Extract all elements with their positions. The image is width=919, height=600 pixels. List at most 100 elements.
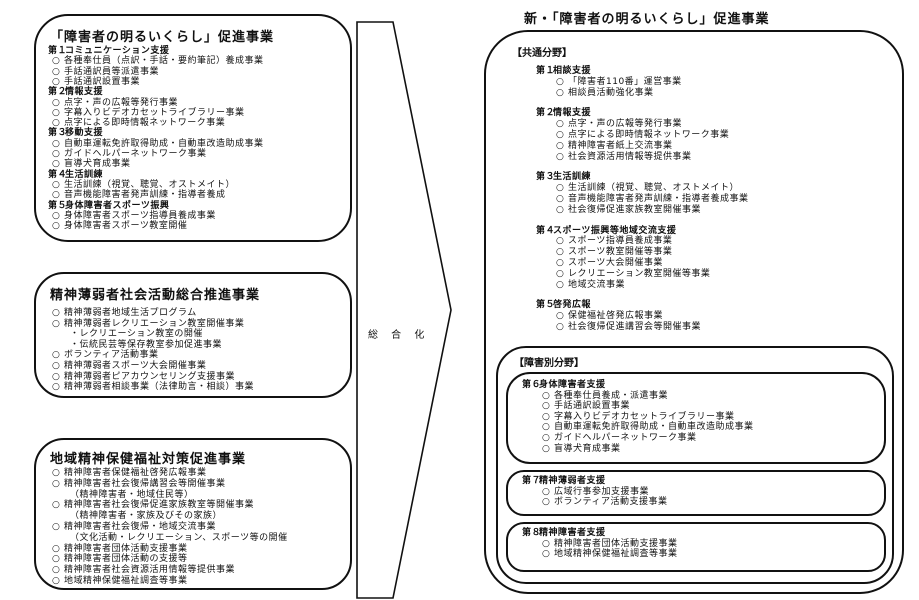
line-text: 広域行事参加支援事業 xyxy=(554,486,650,497)
bullet-circle-icon: ○ xyxy=(52,468,61,478)
line-text: 音声機能障害者発声訓練・指導者養成事業 xyxy=(568,194,749,204)
list-item: ○精神障害者社会復帰・地域交流事業 xyxy=(52,522,216,533)
line-text: 身体障害者スポーツ振興 xyxy=(65,200,170,211)
section-heading: 第５身体障害者スポーツ振興 xyxy=(48,201,169,212)
line-text: （精神障害者・地域住民等） xyxy=(70,489,194,500)
bullet-circle-icon: ○ xyxy=(52,554,61,565)
line-text: 保健福祉啓発広報事業 xyxy=(568,311,664,322)
line-text: スポーツ教室開催等事業 xyxy=(568,247,673,258)
line-text: 相談支援 xyxy=(553,66,592,76)
bullet-circle-icon: ○ xyxy=(542,538,551,549)
specific-field-box: 【障害別分野】 第６身体障害者支援○各種奉仕員養成・派遣事業○手話通訳設置事業○… xyxy=(496,346,894,584)
line-text: 身体障害者支援 xyxy=(539,380,606,390)
list-item: ○音声機能障害者発声訓練・指導者養成事業 xyxy=(556,194,749,205)
bullet-circle-icon: ○ xyxy=(52,210,61,221)
line-text: 身体障害者スポーツ教室開催 xyxy=(64,221,188,232)
bullet-circle-icon: ○ xyxy=(52,565,61,576)
list-item: ○ガイドヘルパーネットワーク事業 xyxy=(542,433,697,444)
bullet-circle-icon: ○ xyxy=(52,159,61,170)
bullet-circle-icon: ○ xyxy=(556,119,565,130)
bullet-circle-icon: ○ xyxy=(52,76,61,87)
bullet-circle-icon: ○ xyxy=(556,236,565,247)
list-item: ○地域精神保健福祉調査等事業 xyxy=(52,576,188,587)
section-number: 第６ xyxy=(522,380,542,390)
bullet-circle-icon: ○ xyxy=(52,361,61,371)
section-number: 第１ xyxy=(536,66,556,76)
line-text: （文化活動・レクリエーション、スポーツ等の開催 xyxy=(70,532,288,543)
section-heading: 第４スポーツ振興等地域交流支援 xyxy=(536,226,676,237)
line-text: 「障害者110番」運営事業 xyxy=(568,76,682,87)
bullet-circle-icon: ○ xyxy=(52,190,61,201)
line-text: 生活訓練（視覚、聴覚、オストメイト） xyxy=(64,179,236,190)
section-number: 第４ xyxy=(48,169,68,180)
bullet-circle-icon: ○ xyxy=(52,221,61,232)
bullet-circle-icon: ○ xyxy=(556,247,565,258)
line-text: ボランティア活動事業 xyxy=(64,350,159,361)
bullet-circle-icon: ○ xyxy=(542,433,551,443)
section-heading: 第３移動支援 xyxy=(48,128,103,139)
bullet-circle-icon: ○ xyxy=(556,140,565,151)
integration-arrow xyxy=(356,21,452,599)
bullet-circle-icon: ○ xyxy=(542,549,551,560)
list-item: ○精神障害者社会復帰促進家族教室等開催事業 xyxy=(52,500,254,511)
list-item: ○生活訓練（視覚、聴覚、オストメイト） xyxy=(556,183,739,194)
list-item: ○スポーツ指導員養成事業 xyxy=(556,236,672,247)
list-item: ○ボランティア活動事業 xyxy=(52,350,158,361)
bullet-circle-icon: ○ xyxy=(52,179,61,190)
line-text: 生活訓練（視覚、聴覚、オストメイト） xyxy=(568,183,740,194)
line-text: 地域交流事業 xyxy=(568,279,626,290)
line-text: 精神障害者保健福祉啓発広報事業 xyxy=(64,468,207,478)
bullet-circle-icon: ○ xyxy=(556,151,565,162)
list-item: ○精神薄弱者地域生活プログラム xyxy=(52,308,197,319)
bullet-circle-icon: ○ xyxy=(556,87,565,98)
common-field-tag: 【共通分野】 xyxy=(512,48,572,59)
line-text: （精神障害者・家族及びその家族） xyxy=(70,511,223,522)
line-text: 相談員活動強化事業 xyxy=(568,87,654,98)
list-item: ○社会資源活用情報等提供事業 xyxy=(556,152,692,163)
line-text: 手話通訳設置事業 xyxy=(64,76,141,87)
line-text: 手話通訳設置事業 xyxy=(554,401,631,412)
section-number: 第５ xyxy=(536,300,556,311)
bullet-circle-icon: ○ xyxy=(52,576,61,586)
section-number: 第８ xyxy=(522,528,542,538)
bullet-circle-icon: ○ xyxy=(52,66,61,77)
bullet-circle-icon: ○ xyxy=(542,411,551,422)
line-text: 社会復帰促進家族教室開催事業 xyxy=(568,204,702,215)
line-text: 情報支援 xyxy=(65,87,104,98)
line-text: 字幕入りビデオカセットライブラリー事業 xyxy=(64,107,245,118)
sub-item: （精神障害者・地域住民等） xyxy=(70,490,194,501)
bullet-circle-icon: ○ xyxy=(52,118,61,129)
section-heading: 第２情報支援 xyxy=(536,108,591,119)
integration-arrow-label: 総 合 化 xyxy=(368,330,430,341)
line-text: 生活訓練 xyxy=(65,169,104,180)
bullet-circle-icon: ○ xyxy=(542,401,551,412)
left-box-3: 地域精神保健福祉対策促進事業 ○精神障害者保健福祉啓発広報事業○精神障害者社会復… xyxy=(34,438,352,590)
list-item: ○手話通訳設置事業 xyxy=(52,77,140,88)
list-item: ○精神薄弱者スポーツ大会開催事業 xyxy=(52,361,206,372)
bullet-circle-icon: ○ xyxy=(52,308,61,318)
section-heading: 第１相談支援 xyxy=(536,66,591,77)
line-text: 地域精神保健福祉調査等事業 xyxy=(554,549,678,560)
line-text: 精神薄弱者支援 xyxy=(539,476,606,486)
line-text: ・レクリエーション教室の開催 xyxy=(70,329,203,340)
line-text: 精神薄弱者スポーツ大会開催事業 xyxy=(64,361,207,371)
list-item: ○地域精神保健福祉調査等事業 xyxy=(542,549,678,560)
bullet-circle-icon: ○ xyxy=(52,56,61,67)
list-item: ○精神障害者団体活動の支援等 xyxy=(52,554,188,565)
bullet-circle-icon: ○ xyxy=(52,350,61,361)
list-item: ○字幕入りビデオカセットライブラリー事業 xyxy=(52,108,245,119)
section-heading: 第３生活訓練 xyxy=(536,172,591,183)
line-text: 精神薄弱者レクリエーション教室開催事業 xyxy=(64,318,245,329)
bullet-circle-icon: ○ xyxy=(556,204,565,215)
section-heading: 第１コミュニケーション支援 xyxy=(48,46,169,57)
line-text: 移動支援 xyxy=(65,128,104,139)
list-item: ○精神障害者社会復帰講習会等開催事業 xyxy=(52,479,226,490)
sub-item: （文化活動・レクリエーション、スポーツ等の開催 xyxy=(70,533,288,544)
section-number: 第１ xyxy=(48,46,68,56)
list-item: ○手話通訳設置事業 xyxy=(542,401,630,412)
left-box-1: 「障害者の明るいくらし」促進事業 第１コミュニケーション支援○各種奉仕員（点訳・… xyxy=(34,14,352,242)
line-text: 社会資源活用情報等提供事業 xyxy=(568,151,692,162)
line-text: 精神障害者社会復帰・地域交流事業 xyxy=(64,522,217,532)
line-text: 精神障害者団体活動の支援等 xyxy=(64,554,188,565)
section-7-box xyxy=(506,470,886,516)
